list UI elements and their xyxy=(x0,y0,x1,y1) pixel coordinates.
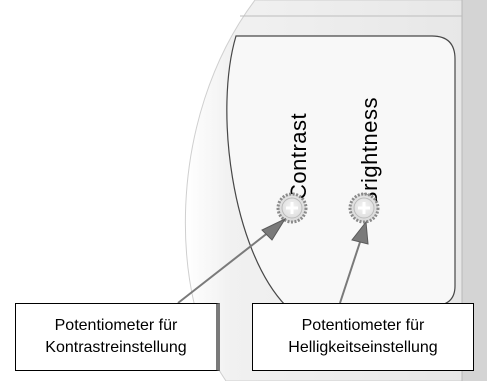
contrast-callout-box: Potentiometer für Kontrastreinstellung xyxy=(15,303,220,371)
contrast-potentiometer xyxy=(276,192,308,224)
contrast-label: Contrast xyxy=(286,113,311,200)
brightness-callout-box: Potentiometer für Helligkeitseinstellung xyxy=(252,303,474,371)
brightness-callout-line2: Helligkeitseinstellung xyxy=(288,339,438,356)
plus-slot-icon xyxy=(358,202,370,214)
brightness-arrow xyxy=(339,220,369,304)
front-panel xyxy=(226,35,456,307)
brightness-label: Brightness xyxy=(357,97,382,206)
brightness-potentiometer xyxy=(348,192,380,224)
contrast-callout-line2: Kontrastreinstellung xyxy=(45,339,187,356)
brightness-callout-line1: Potentiometer für xyxy=(301,317,425,334)
plus-slot-icon xyxy=(286,202,298,214)
contrast-callout-line1: Potentiometer für xyxy=(54,317,178,334)
contrast-arrow xyxy=(177,217,287,304)
